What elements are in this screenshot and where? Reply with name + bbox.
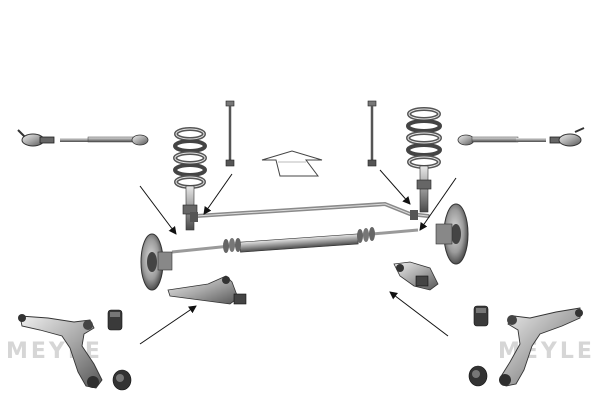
brake-disc-left	[140, 233, 173, 291]
shock-absorber-left	[182, 185, 198, 231]
bushing-right-upper	[473, 305, 489, 327]
stabilizer-link-left	[225, 100, 235, 167]
stabilizer-bar	[190, 201, 430, 222]
tie-rod-end-right	[549, 127, 585, 147]
steering-rack	[171, 227, 419, 254]
shock-absorber-right	[416, 165, 432, 213]
pointer-arrow-arm-left	[139, 305, 197, 345]
brake-disc-right	[435, 203, 469, 265]
pointer-arrow-link-left	[203, 173, 233, 215]
pointer-arrow-link-right	[379, 169, 411, 205]
coil-spring-left	[173, 127, 207, 189]
pointer-arrow-arm-right	[389, 291, 449, 337]
coil-spring-right	[406, 107, 442, 169]
control-arm-right	[499, 307, 583, 387]
rack-boot-left	[223, 238, 241, 253]
tie-rod-right	[457, 134, 546, 146]
bushing-left-upper	[107, 309, 123, 331]
bushing-right-lower	[468, 365, 488, 387]
tie-rod-left	[60, 134, 149, 146]
direction-arrow-icon	[261, 150, 323, 177]
tie-rod-end-left	[17, 129, 55, 147]
control-arm-installed-right	[393, 261, 439, 291]
stabilizer-link-right	[367, 100, 377, 167]
bushing-left-lower	[112, 369, 132, 391]
control-arm-installed-left	[167, 275, 247, 305]
pointer-arrow-spring-left	[139, 185, 177, 235]
rack-boot-right	[357, 227, 375, 243]
control-arm-left	[18, 314, 103, 389]
pointer-arrow-spring-right	[419, 177, 457, 231]
